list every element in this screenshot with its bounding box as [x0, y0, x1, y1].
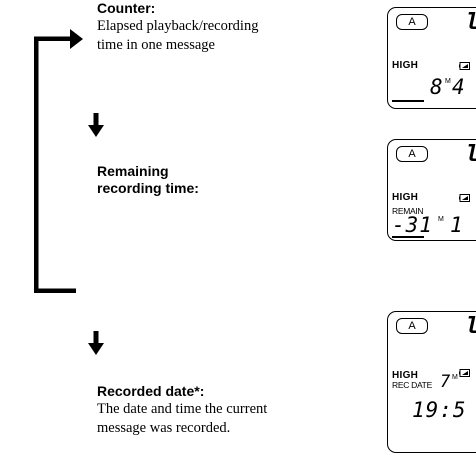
time-digits: 19:5: [412, 398, 467, 422]
position-bar: [392, 100, 424, 102]
remaining-heading-line-2: recording time:: [97, 180, 199, 196]
folder-tag: A: [396, 14, 428, 30]
recorded-date-heading: Recorded date*:: [97, 383, 205, 399]
counter-unit: M: [445, 78, 451, 85]
loop-bottom-bar: [34, 288, 76, 293]
flow-loop-bracket: [34, 29, 83, 293]
remain-digits-2: 1: [450, 213, 464, 237]
lcd-top-digit: l: [466, 142, 476, 167]
lcd-top-digit: l: [466, 314, 476, 339]
battery-icon: [459, 62, 470, 70]
recorded-date-description-line-1: The date and time the current: [97, 401, 268, 417]
remain-digits: -31: [392, 213, 433, 237]
counter-digits: 8: [430, 75, 444, 99]
remain-caption: REMAIN: [392, 206, 424, 216]
lcd-top-digit: l: [466, 10, 476, 35]
lcd-display-remain: A l HIGH REMAIN -31 M 1: [387, 139, 476, 241]
mode-label: HIGH: [392, 192, 419, 203]
recorded-date-description-line-2: message was recorded.: [97, 420, 231, 436]
down-arrow-icon: [88, 113, 104, 137]
counter-digits-2: 4: [452, 75, 466, 99]
lcd-display-rec-date: A l HIGH REC DATE 7 M 19:5: [387, 311, 476, 453]
battery-icon: [459, 369, 470, 377]
counter-description-line-2: time in one message: [97, 37, 215, 53]
counter-description-line-1: Elapsed playback/recording: [97, 18, 259, 34]
lcd-display-counter: A l HIGH 8 M 4: [387, 7, 476, 109]
down-arrow-icon: [88, 331, 104, 355]
mode-label: HIGH: [392, 370, 419, 381]
month-unit: M: [452, 374, 458, 381]
rec-date-caption: REC DATE: [392, 380, 432, 390]
mode-label: HIGH: [392, 60, 419, 71]
position-bar: [392, 236, 424, 238]
battery-icon: [459, 194, 470, 202]
folder-tag: A: [396, 146, 428, 162]
loop-vertical-bar: [34, 39, 39, 293]
remaining-heading-line-1: Remaining: [97, 163, 169, 179]
remain-unit: M: [438, 216, 444, 223]
month-digit: 7: [440, 372, 452, 392]
right-arrow-icon: [70, 29, 83, 49]
loop-top-bar: [34, 36, 71, 41]
counter-heading: Counter:: [97, 0, 156, 16]
folder-tag: A: [396, 318, 428, 334]
